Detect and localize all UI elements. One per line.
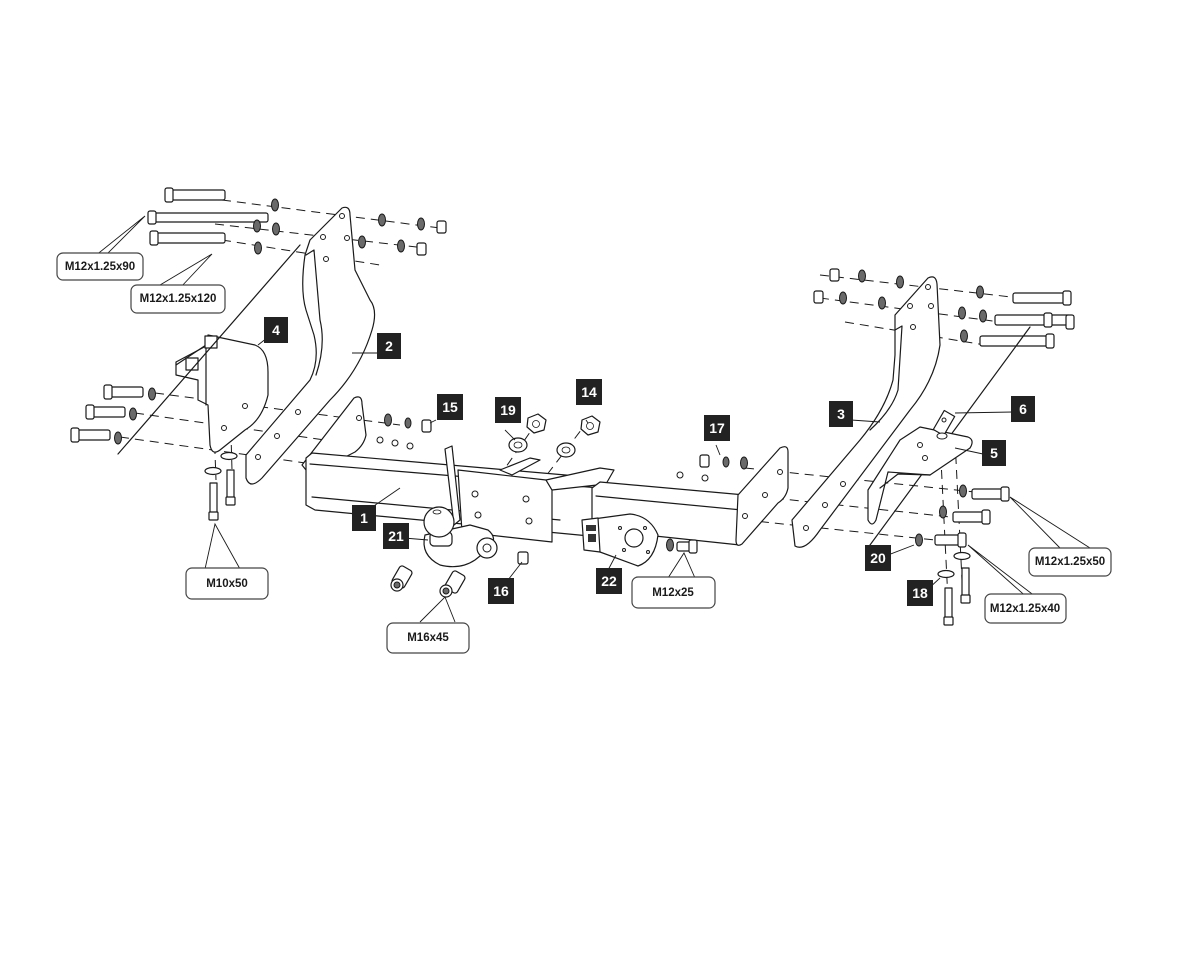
part-number-label-15: 15 [437, 394, 463, 420]
part-21-tow-ball [390, 506, 498, 598]
part-number-text: 2 [385, 338, 393, 354]
part-number-label-21: 21 [383, 523, 409, 549]
part-number-label-3: 3 [829, 401, 853, 427]
part-2-left-side-bracket [245, 206, 376, 485]
part-number-text: 6 [1019, 401, 1027, 417]
part-number-label-5: 5 [982, 440, 1006, 466]
bolt-spec-text: M10x50 [206, 578, 248, 590]
bolt-spec-text: M12x1.25x90 [65, 261, 135, 273]
bolt-spec-text: M12x1.25x50 [1035, 556, 1105, 568]
bolt-spec-callout-m12x125x120: M12x1.25x120 [130, 284, 226, 314]
part-number-text: 1 [360, 510, 368, 526]
bolt-spec-text: M12x1.25x120 [140, 293, 217, 305]
part-number-text: 20 [870, 550, 886, 566]
part-22-socket-plate [581, 513, 698, 567]
bolt-spec-text: M12x25 [652, 587, 694, 599]
center-hardware [508, 413, 601, 565]
part-number-label-18: 18 [907, 580, 933, 606]
part-6-right-tab [932, 409, 956, 440]
part-number-label-19: 19 [495, 397, 521, 423]
part-number-text: 18 [912, 585, 928, 601]
part-number-text: 15 [442, 399, 458, 415]
part-number-text: 19 [500, 402, 516, 418]
bolt-spec-callout-m10x50: M10x50 [185, 567, 269, 600]
bolt-spec-callout-m16x45: M16x45 [386, 622, 470, 654]
left-lower-bolt-set [70, 384, 238, 521]
leader-lines [94, 215, 1091, 623]
right-lower-bolt-set [915, 484, 1010, 626]
part-number-text: 17 [709, 420, 725, 436]
part-number-text: 22 [601, 573, 617, 589]
bolt-spec-callout-m12x125x40: M12x1.25x40 [984, 593, 1067, 624]
part-number-label-20: 20 [865, 545, 891, 571]
bolt-spec-callout-m12x25: M12x25 [631, 576, 716, 609]
part-number-label-4: 4 [264, 317, 288, 343]
part-1-main-crossbar [305, 445, 615, 543]
part-3-right-side-bracket [791, 276, 941, 548]
bolt-spec-callout-m12x125x90: M12x1.25x90 [56, 252, 144, 281]
part-number-label-14: 14 [576, 379, 602, 405]
left-top-bolt-set [147, 187, 447, 256]
bolt-spec-callout-m12x125x50: M12x1.25x50 [1028, 547, 1112, 577]
part-number-label-2: 2 [377, 333, 401, 359]
part-number-text: 4 [272, 322, 280, 338]
part-number-text: 3 [837, 406, 845, 422]
part-number-text: 14 [581, 384, 597, 400]
part-number-text: 21 [388, 528, 404, 544]
part-number-label-22: 22 [596, 568, 622, 594]
part-number-text: 16 [493, 583, 509, 599]
part-number-text: 5 [990, 445, 998, 461]
right-top-bolt-set [813, 268, 1075, 546]
part-number-label-1: 1 [352, 505, 376, 531]
part-number-label-16: 16 [488, 578, 514, 604]
part-5-right-lower-bracket [867, 426, 973, 525]
bolt-spec-text: M12x1.25x40 [990, 603, 1060, 615]
part-number-label-17: 17 [704, 415, 730, 441]
part-number-label-6: 6 [1011, 396, 1035, 422]
bolt-spec-text: M16x45 [407, 632, 449, 644]
part-4-left-l-bracket [117, 244, 301, 455]
